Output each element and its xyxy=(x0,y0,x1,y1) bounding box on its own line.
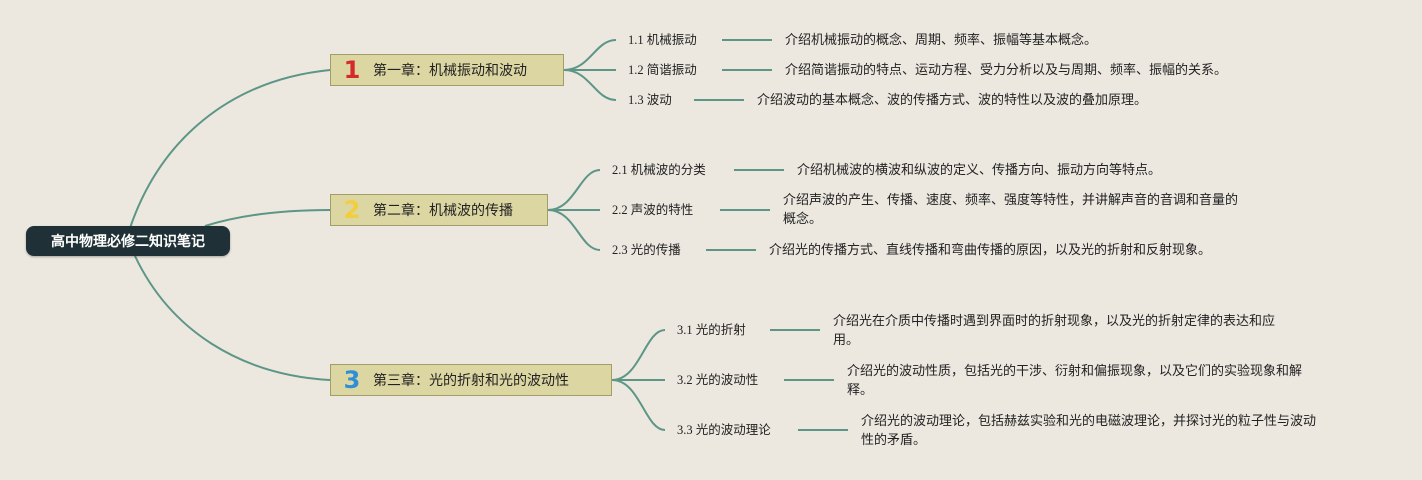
chapter-node-2[interactable]: 2 第二章：机械波的传播 xyxy=(330,194,548,226)
connector-ch1-t1 xyxy=(563,39,617,71)
desc-3-3: 介绍光的波动理论，包括赫兹实验和光的电磁波理论，并探讨光的粒子性与波动性的矛盾。 xyxy=(861,414,1317,448)
chapter-number-2: 2 xyxy=(343,196,361,224)
topic-1-1[interactable]: 1.1 机械振动 xyxy=(628,33,697,47)
topic-1-2[interactable]: 1.2 简谐振动 xyxy=(628,63,697,77)
topic-3-2[interactable]: 3.2 光的波动性 xyxy=(677,373,759,387)
root-node[interactable]: 高中物理必修二知识笔记 xyxy=(26,226,230,256)
chapter-title-1: 第一章：机械振动和波动 xyxy=(373,63,527,79)
chapter-title-2: 第二章：机械波的传播 xyxy=(373,203,513,219)
topic-3-1[interactable]: 3.1 光的折射 xyxy=(677,323,746,337)
topic-3-3[interactable]: 3.3 光的波动理论 xyxy=(677,423,771,437)
topic-2-1[interactable]: 2.1 机械波的分类 xyxy=(612,163,706,177)
desc-1-2: 介绍简谐振动的特点、运动方程、受力分析以及与周期、频率、振幅的关系。 xyxy=(785,63,1228,78)
chapter-node-3[interactable]: 3 第三章：光的折射和光的波动性 xyxy=(330,364,612,396)
topic-2-3[interactable]: 2.3 光的传播 xyxy=(612,243,681,257)
chapter-number-1: 1 xyxy=(343,56,361,84)
connector-root-ch3 xyxy=(134,255,331,381)
connector-ch3-t1 xyxy=(611,329,666,381)
connector-root-ch2 xyxy=(204,209,331,227)
topic-2-2[interactable]: 2.2 声波的特性 xyxy=(612,203,694,217)
desc-2-3: 介绍光的传播方式、直线传播和弯曲传播的原因，以及光的折射和反射现象。 xyxy=(769,243,1212,258)
connector-ch2-t1 xyxy=(547,169,601,211)
desc-3-1: 介绍光在介质中传播时遇到界面时的折射现象，以及光的折射定律的表达和应用。 xyxy=(833,314,1276,348)
connector-ch3-t3 xyxy=(611,379,666,431)
chapter-title-3: 第三章：光的折射和光的波动性 xyxy=(373,373,569,389)
chapter-number-3: 3 xyxy=(343,366,361,394)
connector-ch1-t3 xyxy=(563,69,617,101)
desc-3-2: 介绍光的波动性质，包括光的干涉、衍射和偏振现象，以及它们的实验现象和解释。 xyxy=(847,364,1303,398)
desc-1-3: 介绍波动的基本概念、波的传播方式、波的特性以及波的叠加原理。 xyxy=(757,93,1148,108)
topic-1-3[interactable]: 1.3 波动 xyxy=(628,93,672,107)
connector-ch2-t3 xyxy=(547,209,601,251)
chapter-node-1[interactable]: 1 第一章：机械振动和波动 xyxy=(330,54,564,86)
connector-root-ch1 xyxy=(129,69,331,229)
desc-2-2: 介绍声波的产生、传播、速度、频率、强度等特性，并讲解声音的音调和音量的概念。 xyxy=(783,193,1239,227)
desc-1-1: 介绍机械振动的概念、周期、频率、振幅等基本概念。 xyxy=(785,33,1098,48)
desc-2-1: 介绍机械波的横波和纵波的定义、传播方向、振动方向等特点。 xyxy=(797,163,1162,178)
